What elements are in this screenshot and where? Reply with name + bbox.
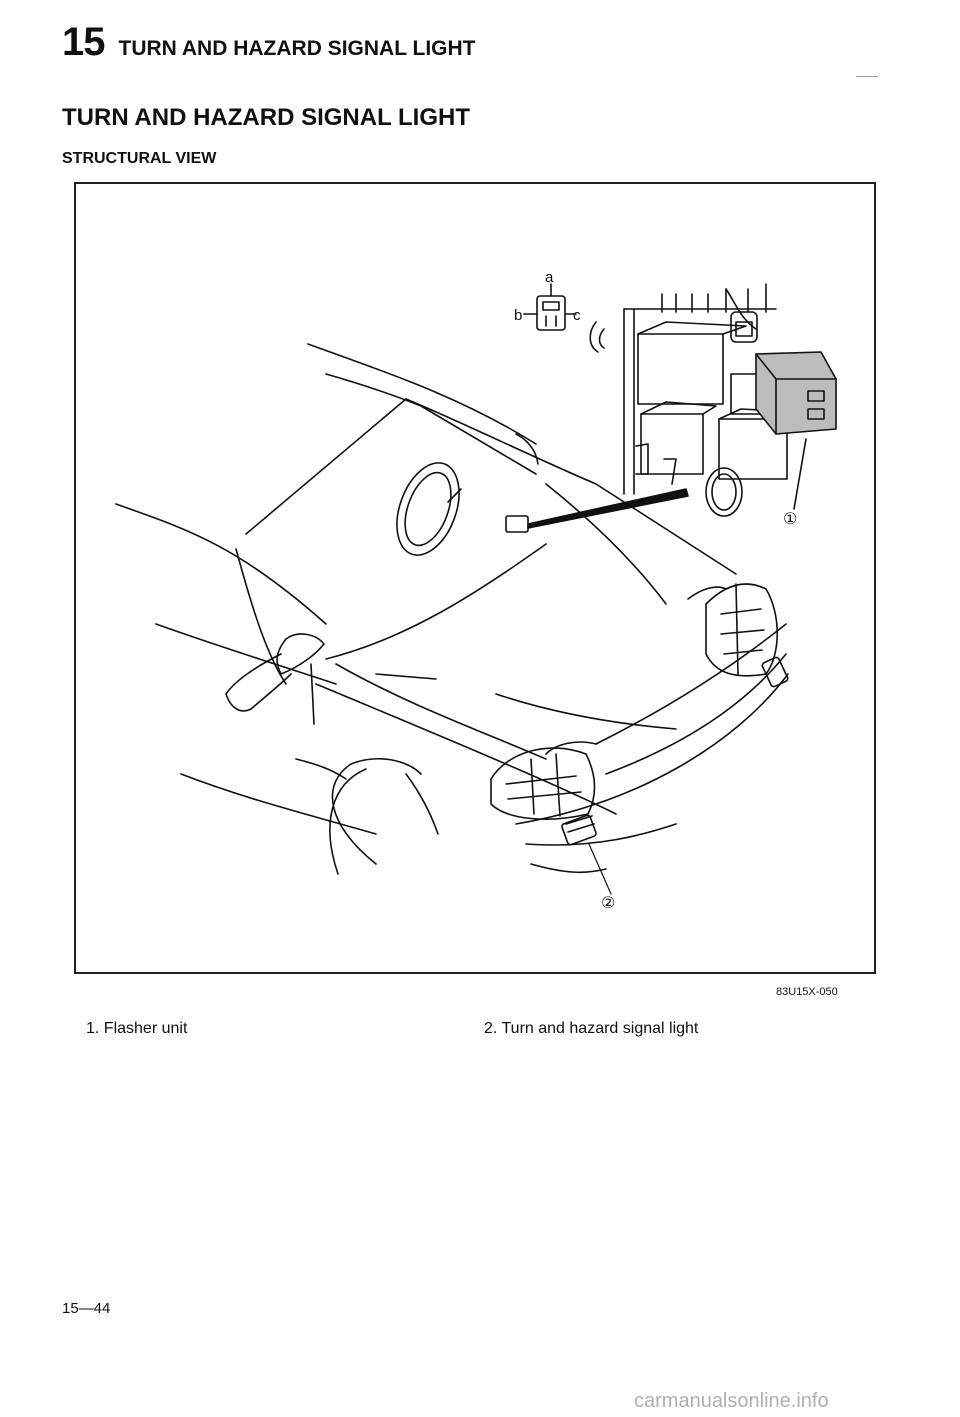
chapter-header: 15 TURN AND HAZARD SIGNAL LIGHT: [62, 20, 475, 65]
connector-label-a: a: [545, 269, 554, 286]
callout-2: ②: [601, 893, 615, 912]
figure-frame: a b c ① ②: [74, 182, 876, 974]
callout-1: ①: [783, 509, 797, 528]
caption-flasher-unit: 1. Flasher unit: [86, 1020, 188, 1037]
chapter-number: 15: [62, 20, 105, 64]
car-body-drawing: [115, 343, 789, 875]
sub-title: STRUCTURAL VIEW: [62, 150, 217, 167]
connector-label-c: c: [573, 307, 581, 324]
relay-block-inset: [523, 283, 837, 517]
figure-code: 83U15X-050: [776, 986, 838, 998]
header-rule: [856, 76, 878, 77]
structural-view-illustration: a b c ① ②: [115, 269, 837, 912]
caption-turn-hazard-light: 2. Turn and hazard signal light: [484, 1020, 699, 1037]
chapter-title: TURN AND HAZARD SIGNAL LIGHT: [118, 37, 476, 60]
connector-label-b: b: [514, 307, 522, 324]
section-title: TURN AND HAZARD SIGNAL LIGHT: [62, 104, 470, 131]
watermark: carmanualsonline.info: [634, 1390, 829, 1412]
page-number: 15—44: [62, 1300, 111, 1317]
